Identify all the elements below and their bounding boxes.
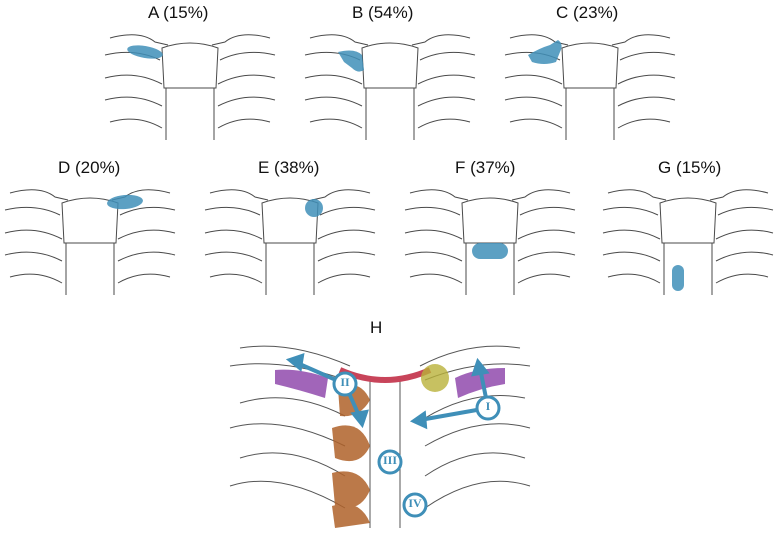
thorax-sketch-f: [404, 189, 576, 295]
injury-highlight-f: [472, 243, 508, 259]
thorax-sketch-a: [104, 34, 276, 140]
panel-e: E (38%): [200, 155, 380, 305]
panel-h-label: H: [370, 318, 383, 337]
marker-i: I: [485, 399, 491, 413]
thorax-sketch-g: [602, 189, 774, 295]
panel-b-label: B (54%): [352, 3, 414, 22]
panel-d-label: D (20%): [58, 158, 121, 177]
panel-a: A (15%): [100, 0, 280, 150]
panel-f: F (37%): [400, 155, 580, 305]
marker-iii: III: [382, 453, 397, 467]
injury-highlight-a: [127, 45, 163, 59]
panel-a-label: A (15%): [148, 3, 209, 22]
thorax-sketch-d: [4, 189, 176, 295]
panel-g: G (15%): [598, 155, 778, 305]
marker-ii: II: [340, 375, 350, 389]
panel-e-label: E (38%): [258, 158, 320, 177]
panel-f-label: F (37%): [455, 158, 516, 177]
injury-highlight-d: [107, 194, 143, 210]
panel-b: B (54%): [300, 0, 480, 150]
injury-highlight-b: [338, 50, 364, 72]
detailed-anatomy-sketch: [229, 345, 531, 528]
injury-highlight-e: [305, 199, 323, 217]
panel-c-label: C (23%): [556, 3, 619, 22]
panel-c: C (23%): [500, 0, 680, 150]
panel-g-label: G (15%): [658, 158, 722, 177]
thorax-sketch-b: [304, 34, 476, 140]
injury-highlight-g: [672, 265, 684, 291]
injury-highlight-c: [528, 40, 562, 64]
panel-d: D (20%): [0, 155, 180, 305]
thorax-sketch-e: [204, 189, 376, 295]
panel-h: H: [220, 318, 540, 533]
thorax-sketch-c: [504, 34, 676, 140]
marker-iv: IV: [408, 496, 422, 510]
